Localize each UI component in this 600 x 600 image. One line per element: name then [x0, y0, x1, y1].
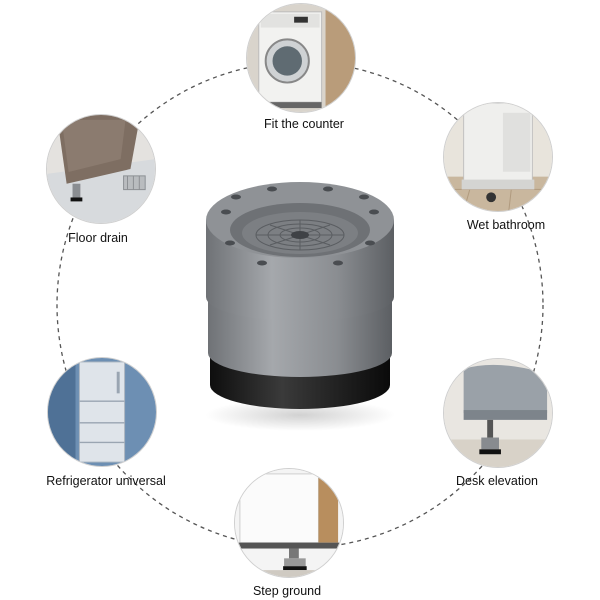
anti-vibration-pad-icon [205, 182, 395, 431]
usage-label: Step ground [252, 584, 322, 598]
floor-drain-appliance-icon [47, 115, 155, 223]
usage-label: Refrigerator universal [46, 474, 166, 488]
usage-thumb-refrigerator-universal [47, 357, 157, 467]
usage-label: Wet bathroom [466, 218, 546, 232]
usage-thumb-floor-drain [46, 114, 156, 224]
desk-leg-riser-icon [444, 359, 552, 467]
usage-label: Fit the counter [264, 117, 344, 131]
usage-label: Desk elevation [456, 474, 538, 488]
usage-thumb-step-ground [234, 468, 344, 578]
bathroom-cabinet-icon [444, 103, 552, 211]
washing-machine-icon [247, 4, 355, 112]
usage-thumb-desk-elevation [443, 358, 553, 468]
step-appliance-foot-icon [235, 469, 343, 577]
refrigerator-icon [48, 358, 156, 466]
usage-label: Floor drain [68, 231, 128, 245]
usage-thumb-wet-bathroom [443, 102, 553, 212]
usage-thumb-fit-the-counter [246, 3, 356, 113]
